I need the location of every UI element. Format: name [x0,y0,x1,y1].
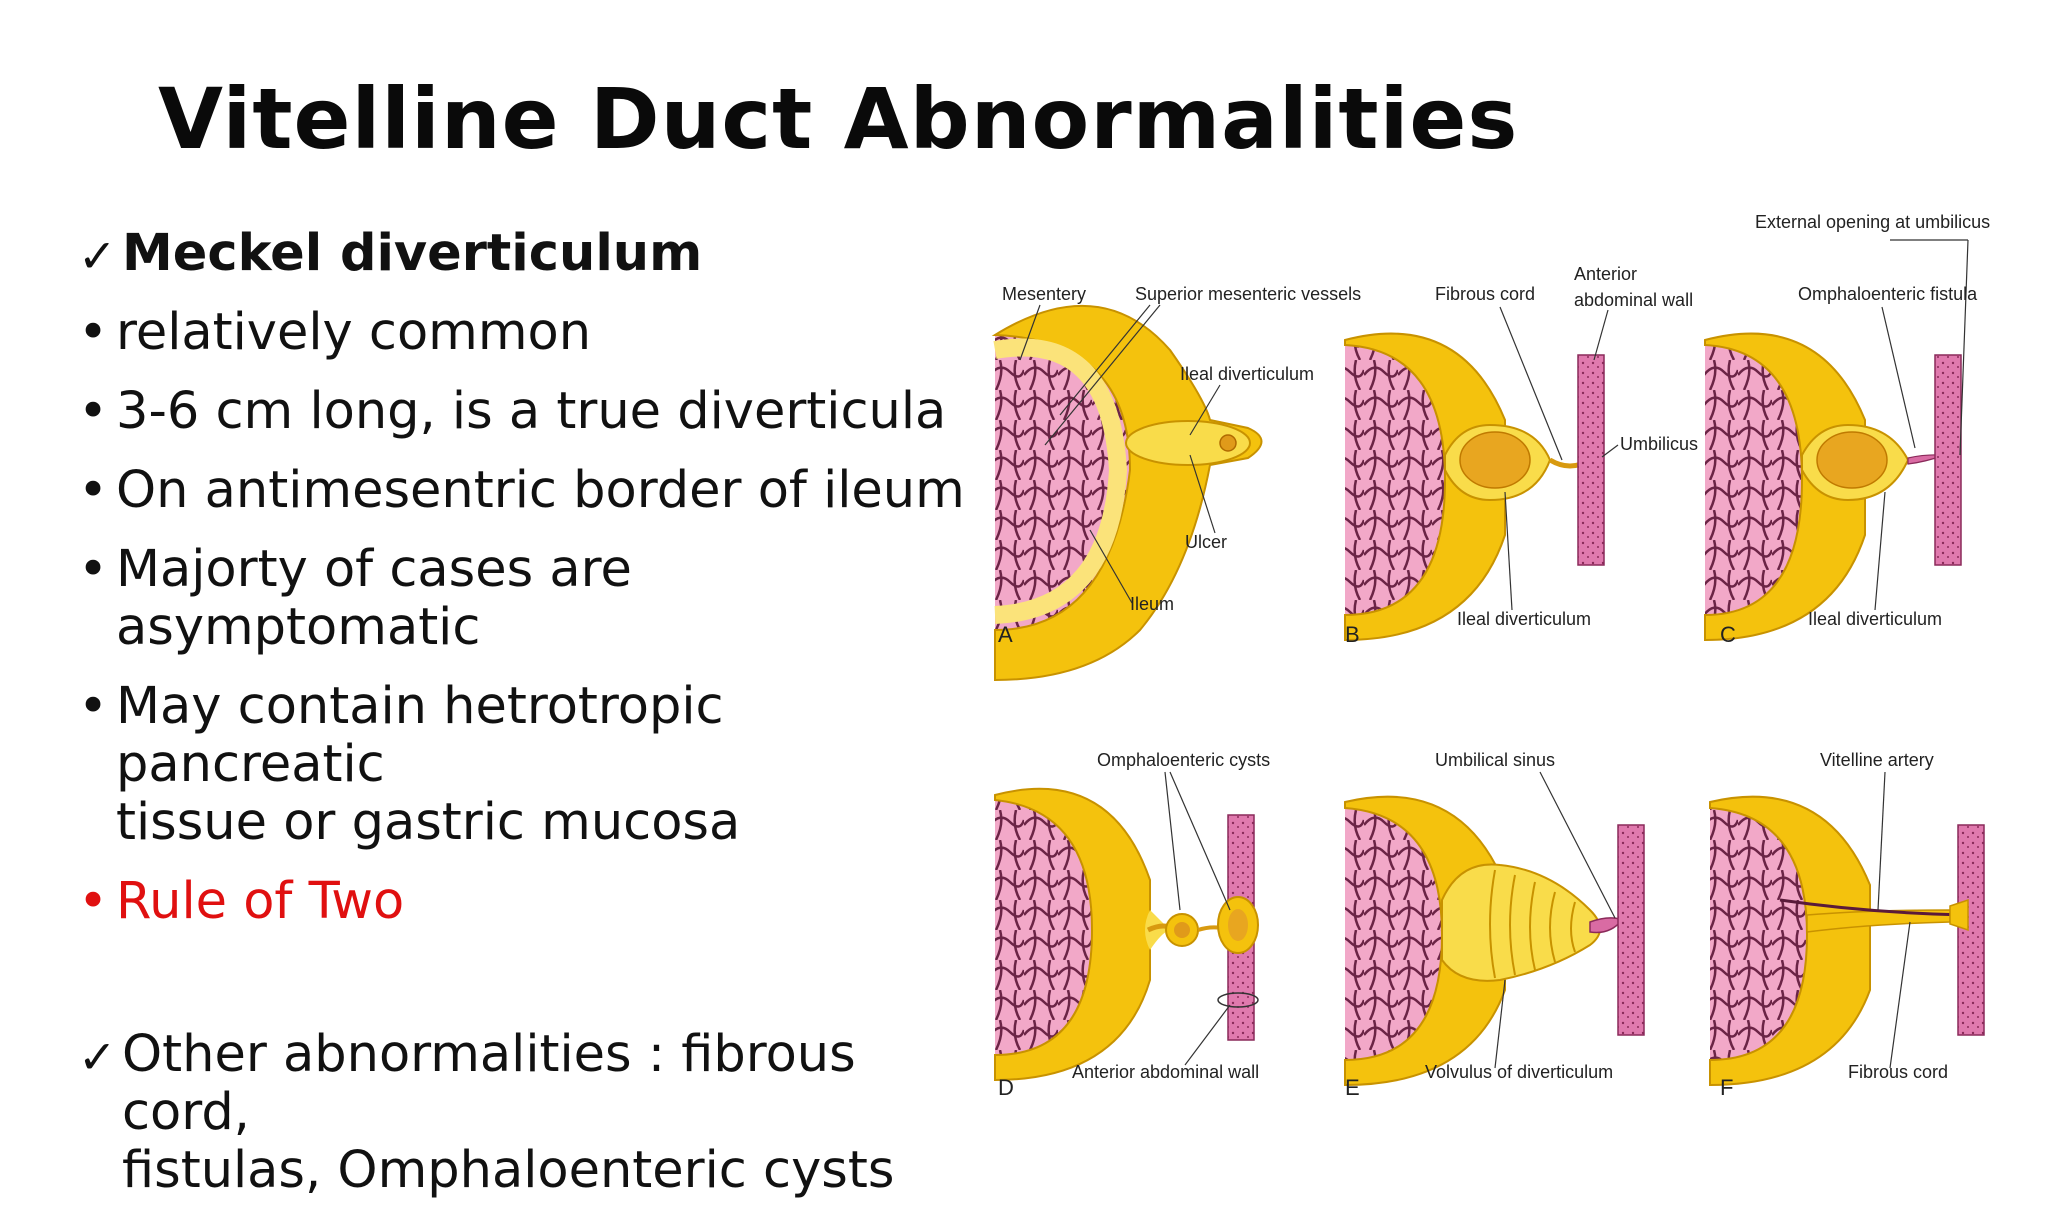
label-ileal-diverticulum: Ileal diverticulum [1808,609,1942,629]
bullet-rule-of-two: • Rule of Two [78,873,978,931]
bullet-dot-icon: • [78,461,109,520]
bullet-text: Other abnormalities : fibrous cord, [122,1025,856,1142]
label-ileal-diverticulum: Ileal diverticulum [1180,364,1314,384]
panel-e: Umbilical sinus Volvulus of diverticulum… [1344,750,1645,1100]
panel-letter: A [998,622,1013,647]
panel-c: External opening at umbilicus Omphaloent… [1704,212,1990,647]
panel-d: Omphaloenteric cysts Anterior abdominal … [994,750,1270,1100]
bullet-dot-icon: • [78,303,109,362]
label-fibrous-cord: Fibrous cord [1848,1062,1948,1082]
panel-f: Vitelline artery Fibrous cord F [1709,750,1985,1100]
panel-letter: E [1345,1075,1360,1100]
bullet-asymptomatic: • Majorty of cases are asymptomatic [78,541,978,657]
bullet-text: 3-6 cm long, is a true diverticula [116,382,947,441]
bullet-text-continued: fistulas, Omphaloenteric cysts [122,1141,895,1200]
panel-a: Mesentery Superior mesenteric vessels Il… [991,284,1361,682]
label-umbilical-sinus: Umbilical sinus [1435,750,1555,770]
bullet-text: Rule of Two [116,872,405,931]
panel-letter: F [1720,1075,1733,1100]
label-abdominal-wall: abdominal wall [1574,290,1693,310]
label-external-opening: External opening at umbilicus [1755,212,1990,232]
check-icon: ✓ [78,229,117,283]
panel-b: Fibrous cord Anterior abdominal wall Umb… [1344,264,1698,647]
vitelline-duct-figure: Mesentery Superior mesenteric vessels Il… [990,210,2000,1120]
label-ileum: Ileum [1130,594,1174,614]
bullet-dot-icon: • [78,540,109,599]
bullet-text-continued: tissue or gastric mucosa [116,793,741,852]
bullet-dot-icon: • [78,872,109,931]
label-fibrous-cord: Fibrous cord [1435,284,1535,304]
bullet-text: May contain hetrotropic pancreatic [116,677,724,794]
bullet-length: • 3-6 cm long, is a true diverticula [78,383,978,441]
bullet-heterotopic: • May contain hetrotropic pancreatic tis… [78,678,978,852]
bullet-list: ✓ Meckel diverticulum • relatively commo… [78,225,978,1221]
label-vitelline-artery: Vitelline artery [1820,750,1934,770]
bullet-text: relatively common [116,303,592,362]
bullet-dot-icon: • [78,382,109,441]
bullet-text: Meckel diverticulum [122,224,703,283]
bullet-other: ✓ Other abnormalities : fibrous cord, fi… [78,1026,978,1200]
bullet-common: • relatively common [78,304,978,362]
bullet-text: On antimesentric border of ileum [116,461,965,520]
label-umbilicus: Umbilicus [1620,434,1698,454]
bullet-text: Majorty of cases are asymptomatic [116,540,632,657]
label-anterior: Anterior [1574,264,1637,284]
label-ulcer: Ulcer [1185,532,1227,552]
label-volvulus-of-diverticulum: Volvulus of diverticulum [1425,1062,1613,1082]
bullet-border: • On antimesentric border of ileum [78,462,978,520]
label-superior-mesenteric-vessels: Superior mesenteric vessels [1135,284,1361,304]
bullet-dot-icon: • [78,677,109,736]
label-omphaloenteric-fistula: Omphaloenteric fistula [1798,284,1978,304]
panel-letter: B [1345,622,1360,647]
panel-letter: D [998,1075,1014,1100]
bullet-meckel: ✓ Meckel diverticulum [78,224,978,284]
label-anterior-abdominal-wall: Anterior abdominal wall [1072,1062,1259,1082]
label-mesentery: Mesentery [1002,284,1086,304]
slide-title: Vitelline Duct Abnormalities [158,70,1519,168]
label-omphaloenteric-cysts: Omphaloenteric cysts [1097,750,1270,770]
check-icon: ✓ [78,1030,117,1084]
label-ileal-diverticulum: Ileal diverticulum [1457,609,1591,629]
panel-letter: C [1720,622,1736,647]
